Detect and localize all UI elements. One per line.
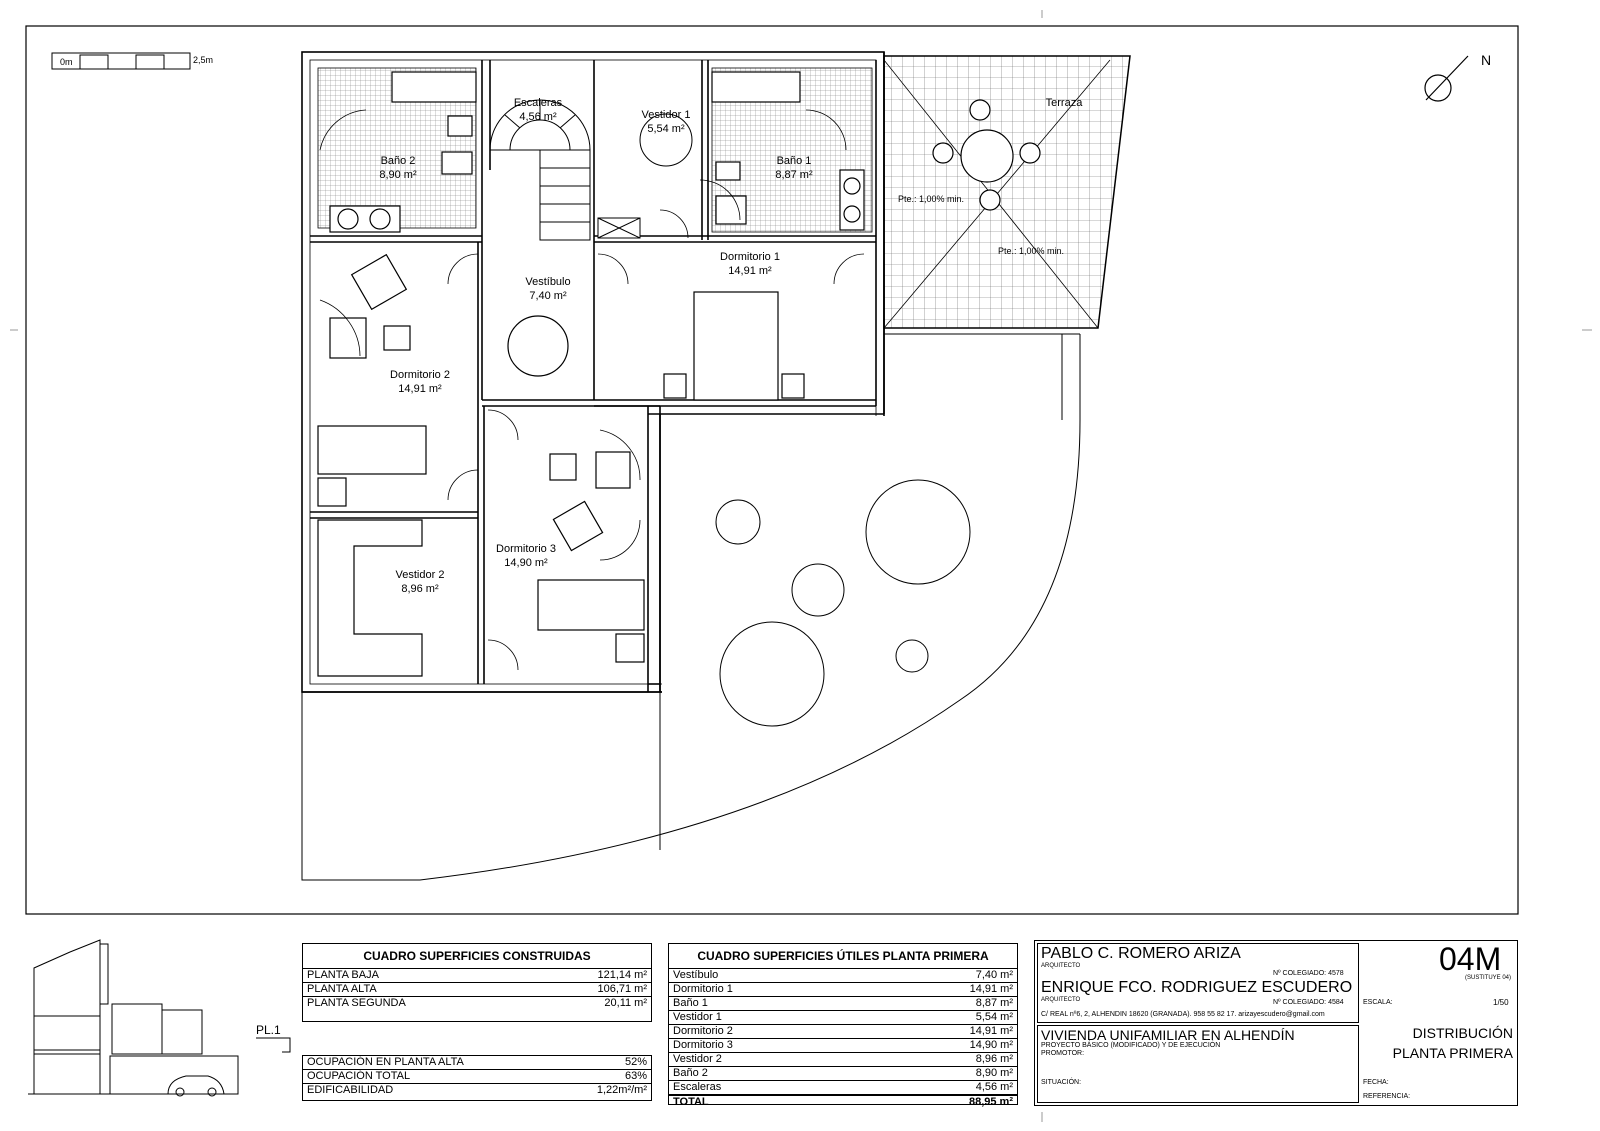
room-name: Baño 1 bbox=[777, 155, 812, 167]
drawing-title-2: PLANTA PRIMERA bbox=[1392, 1045, 1513, 1061]
dormitorio-1-bed bbox=[663, 291, 805, 401]
room-name: Dormitorio 3 bbox=[496, 543, 556, 555]
referencia-label: REFERENCIA: bbox=[1363, 1093, 1411, 1100]
vestidor-1-closet bbox=[597, 113, 693, 239]
garden-outline bbox=[301, 333, 1081, 881]
slope-label: Pte.: 1,00% min. bbox=[898, 194, 964, 204]
dormitorio-2-furniture bbox=[317, 253, 427, 507]
escala-value: 1/50 bbox=[1493, 998, 1509, 1007]
fecha-label: FECHA: bbox=[1363, 1079, 1389, 1086]
architect-2-role: ARQUITECTO bbox=[1041, 997, 1081, 1003]
slope-label: Pte.: 1,00% min. bbox=[998, 246, 1064, 256]
terrace-table bbox=[932, 99, 1041, 211]
room-name: Vestidor 2 bbox=[396, 569, 445, 581]
room-area: 14,91 m² bbox=[728, 265, 772, 277]
project-box bbox=[1037, 1025, 1359, 1103]
trim-marks bbox=[10, 10, 1592, 1122]
room-name: Vestidor 1 bbox=[642, 109, 691, 121]
promotor-label: PROMOTOR: bbox=[1041, 1050, 1085, 1057]
room-area: 7,40 m² bbox=[529, 290, 567, 302]
bathroom-fixtures bbox=[329, 71, 865, 233]
room-area: 8,90 m² bbox=[379, 169, 417, 181]
architect-2-name: ENRIQUE FCO. RODRIGUEZ ESCUDERO bbox=[1041, 979, 1353, 996]
table-title: CUADRO SUPERFICIES CONSTRUIDAS bbox=[303, 944, 651, 969]
north-label: N bbox=[1481, 52, 1491, 68]
drawing-title-1: DISTRIBUCIÓN bbox=[1412, 1025, 1513, 1041]
building-walls-lower bbox=[302, 414, 662, 693]
scale-bar bbox=[51, 52, 191, 70]
terrace-floor bbox=[883, 55, 1131, 329]
room-name: Dormitorio 2 bbox=[390, 369, 450, 381]
section-sketch bbox=[28, 939, 239, 1097]
drawing-frame bbox=[25, 25, 1519, 915]
room-area: 4,56 m² bbox=[519, 111, 557, 123]
table-construidas: CUADRO SUPERFICIES CONSTRUIDAS PLANTA BA… bbox=[302, 943, 652, 1022]
project-title: VIVIENDA UNIFAMILIAR EN ALHENDÍN bbox=[1041, 1027, 1295, 1043]
room-area: 14,90 m² bbox=[504, 557, 548, 569]
room-name: Escaleras bbox=[514, 97, 563, 109]
room-area: 14,91 m² bbox=[398, 383, 442, 395]
architect-1-number: Nº COLEGIADO: 4578 bbox=[1273, 970, 1344, 977]
scale-bar-start: 0m bbox=[60, 57, 73, 67]
dormitorio-3-furniture bbox=[537, 451, 645, 663]
section-marker bbox=[256, 1037, 291, 1053]
room-name: Dormitorio 1 bbox=[720, 251, 780, 263]
room-name: Baño 2 bbox=[381, 155, 416, 167]
title-block: PABLO C. ROMERO ARIZA ARQUITECTO Nº COLE… bbox=[1034, 940, 1518, 1106]
escala-label: ESCALA: bbox=[1363, 999, 1393, 1006]
sheet-number: 04M bbox=[1439, 941, 1502, 977]
room-area: 5,54 m² bbox=[647, 123, 685, 135]
room-area: 8,87 m² bbox=[775, 169, 813, 181]
architect-1-role: ARQUITECTO bbox=[1041, 963, 1081, 969]
table-utiles: CUADRO SUPERFICIES ÚTILES PLANTA PRIMERA… bbox=[668, 943, 1018, 1108]
garden-trees bbox=[715, 479, 971, 727]
room-name: Vestíbulo bbox=[525, 276, 570, 288]
architect-2-number: Nº COLEGIADO: 4584 bbox=[1273, 999, 1344, 1006]
door-swings bbox=[319, 109, 865, 671]
architect-1-name: PABLO C. ROMERO ARIZA bbox=[1041, 945, 1241, 962]
office-address: C/ REAL nº6, 2, ALHENDIN 18620 (GRANADA)… bbox=[1041, 1011, 1325, 1018]
north-arrow-icon bbox=[1424, 55, 1469, 102]
sheet-replaces: (SUSTITUYE 04) bbox=[1465, 975, 1512, 981]
table-title: CUADRO SUPERFICIES ÚTILES PLANTA PRIMERA bbox=[669, 944, 1017, 969]
vestibulo-rug bbox=[507, 315, 569, 377]
vestidor-2-closet bbox=[317, 519, 423, 677]
scale-bar-end: 2,5m bbox=[193, 55, 213, 65]
room-area: 8,96 m² bbox=[401, 583, 439, 595]
project-subtitle: PROYECTO BÁSICO (MODIFICADO) Y DE EJECUC… bbox=[1041, 1042, 1221, 1049]
situacion-label: SITUACIÓN: bbox=[1041, 1079, 1082, 1086]
section-label: PL.1 bbox=[256, 1023, 281, 1037]
building-walls bbox=[301, 51, 885, 693]
architects-box bbox=[1037, 943, 1359, 1023]
spiral-staircase-icon bbox=[489, 99, 591, 241]
room-name: Terraza bbox=[1046, 97, 1084, 109]
